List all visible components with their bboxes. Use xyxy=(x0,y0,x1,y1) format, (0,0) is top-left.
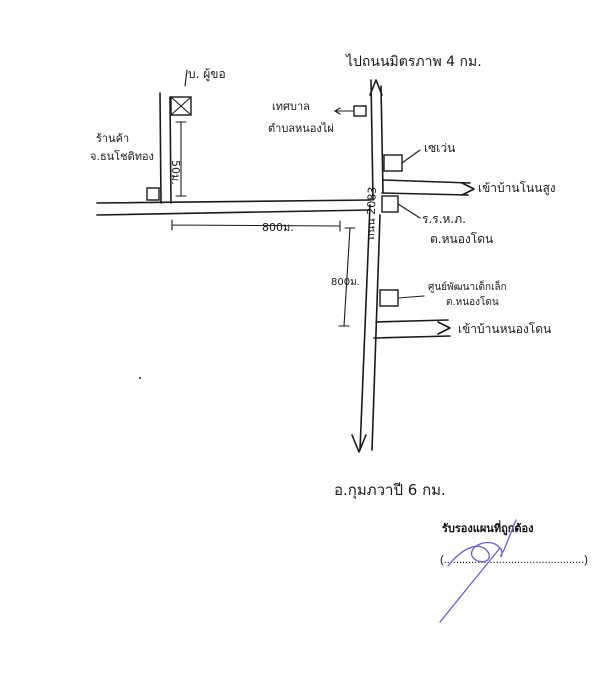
left-building-label-1: ร้านค้า xyxy=(96,132,129,145)
right-road-bottom-label: เข้าบ้านหนองโดน xyxy=(458,322,551,336)
dist-vertical-left-label: 50ม. xyxy=(169,160,182,185)
house-marker-icon xyxy=(170,69,192,116)
municipality-label-2: ตำบลหนองไผ่ xyxy=(268,122,334,135)
signature-icon xyxy=(439,519,517,623)
certify-label: รับรองแผนที่ถูกต้อง xyxy=(442,520,534,536)
north-arrow-icon xyxy=(369,79,383,96)
school-label-1: ร.ร.ห.ภ. xyxy=(422,212,466,226)
dist-marker-horizontal xyxy=(171,219,341,232)
health-center-label-2: ต.หนองโดน xyxy=(446,295,499,308)
right-road-top xyxy=(381,179,475,196)
left-building-label-2: จ.ธนโชติทอง xyxy=(90,149,154,163)
health-center-label-1: ศูนย์พัฒนาเด็กเล็ก xyxy=(428,279,507,293)
left-building-icon xyxy=(146,187,160,201)
house-label: บ. ผู้ขอ xyxy=(188,67,226,82)
school-icon xyxy=(381,195,399,213)
left-side-road xyxy=(159,92,172,204)
dist-horizontal-label: 800ม. xyxy=(262,221,294,234)
dist-vertical-mid-label: 800ม. xyxy=(331,277,360,288)
south-arrow-icon xyxy=(351,434,367,453)
right-road-bottom xyxy=(373,319,451,339)
right-road-top-label: เข้าบ้านโนนสูง xyxy=(478,181,556,196)
signature-line: (.......................................… xyxy=(440,554,588,566)
seven-eleven-label: เซเว่น xyxy=(424,141,455,155)
left-road xyxy=(96,199,372,216)
municipality-pointer xyxy=(333,107,355,115)
bottom-direction-label: อ.กุมภวาปี 6 กม. xyxy=(334,481,446,500)
municipality-icon xyxy=(353,105,367,117)
seven-eleven-icon xyxy=(383,154,403,172)
dist-marker-left xyxy=(175,121,187,197)
school-label-2: ต.หนองโดน xyxy=(430,232,493,246)
top-direction-label: ไปถนนมิตรภาพ 4 กม. xyxy=(345,53,482,70)
stray-dot xyxy=(139,377,141,379)
municipality-label-1: เทศบาล xyxy=(272,100,310,113)
road-name-label: ถนน 2083 xyxy=(364,186,379,240)
health-center-icon xyxy=(379,289,399,307)
main-road-2083 xyxy=(359,79,384,451)
dist-marker-mid xyxy=(338,227,356,327)
